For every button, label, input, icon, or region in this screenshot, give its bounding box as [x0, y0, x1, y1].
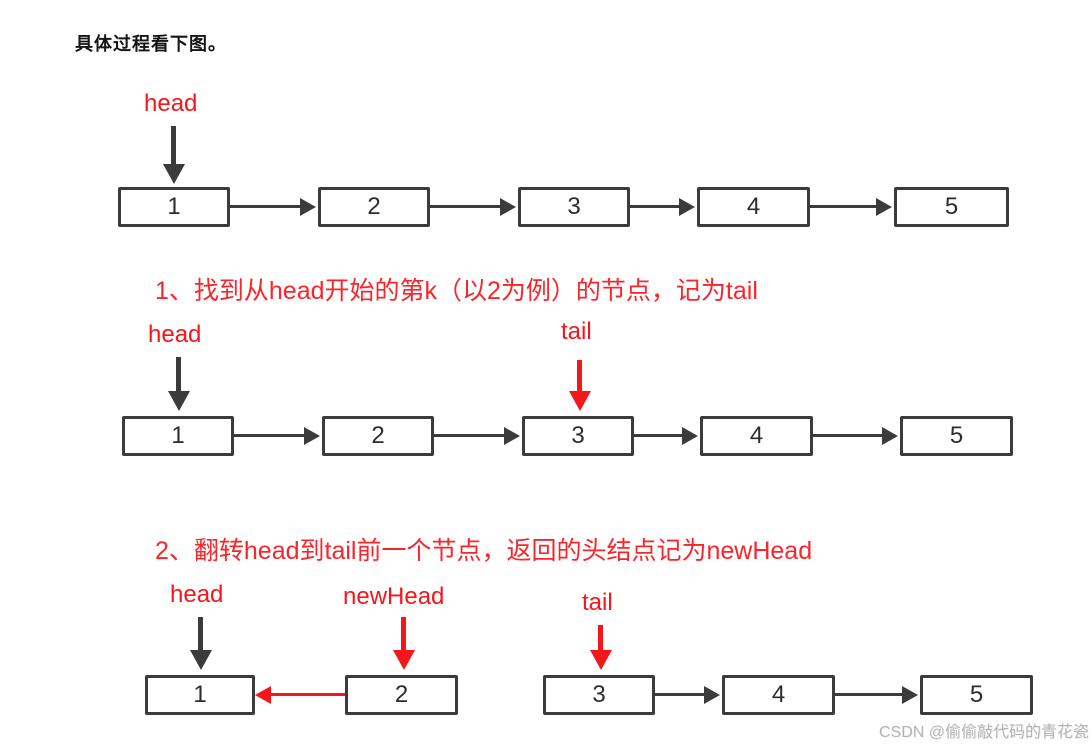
d2-head-pointer-arrow	[167, 357, 190, 411]
d3-head-pointer-arrow	[189, 617, 212, 670]
d3-head-pointer-label: head	[170, 581, 224, 608]
d1-arrow-4-to-5	[810, 197, 892, 216]
d2-arrow-2-to-3	[434, 426, 520, 445]
d2-tail-pointer-arrow	[568, 360, 591, 411]
page-heading: 具体过程看下图。	[75, 34, 227, 54]
d2-node-3: 3	[522, 416, 634, 456]
d1-node-1: 1	[118, 187, 230, 227]
d1-arrow-3-to-4	[630, 197, 695, 216]
d3-node-3: 3	[543, 675, 655, 715]
d3-node-1: 1	[145, 675, 255, 715]
d2-node-4: 4	[700, 416, 813, 456]
step2-caption: 2、翻转head到tail前一个节点，返回的头结点记为newHead	[155, 537, 813, 565]
d2-node-2: 2	[322, 416, 434, 456]
d1-arrow-2-to-3	[430, 197, 516, 216]
d1-node-5: 5	[894, 187, 1009, 227]
d3-arrow-3-to-4	[655, 685, 720, 704]
d1-node-3: 3	[518, 187, 630, 227]
d2-arrow-1-to-2	[234, 426, 320, 445]
csdn-watermark: CSDN @偷偷敲代码的青花瓷	[878, 724, 1089, 741]
d1-node-4: 4	[697, 187, 810, 227]
d3-tail-pointer-arrow	[589, 625, 612, 670]
d2-arrow-3-to-4	[634, 426, 698, 445]
d1-head-pointer-label: head	[144, 90, 198, 117]
d2-head-pointer-label: head	[148, 321, 202, 348]
d1-arrow-1-to-2	[230, 197, 316, 216]
d1-node-2: 2	[318, 187, 430, 227]
step1-caption: 1、找到从head开始的第k（以2为例）的节点，记为tail	[155, 277, 758, 305]
d3-reversed-arrow-2-to-1	[255, 685, 345, 704]
d3-node-4: 4	[722, 675, 835, 715]
d3-node-5: 5	[920, 675, 1033, 715]
d2-tail-pointer-label: tail	[561, 318, 592, 345]
d2-node-5: 5	[900, 416, 1013, 456]
d3-tail-pointer-label: tail	[582, 589, 613, 616]
d3-node-2: 2	[345, 675, 458, 715]
d2-arrow-4-to-5	[813, 426, 898, 445]
d2-node-1: 1	[122, 416, 234, 456]
d1-head-pointer-arrow	[162, 126, 185, 184]
d3-arrow-4-to-5	[835, 685, 918, 704]
d3-newhead-pointer-arrow	[392, 617, 415, 670]
d3-newhead-pointer-label: newHead	[343, 583, 445, 610]
